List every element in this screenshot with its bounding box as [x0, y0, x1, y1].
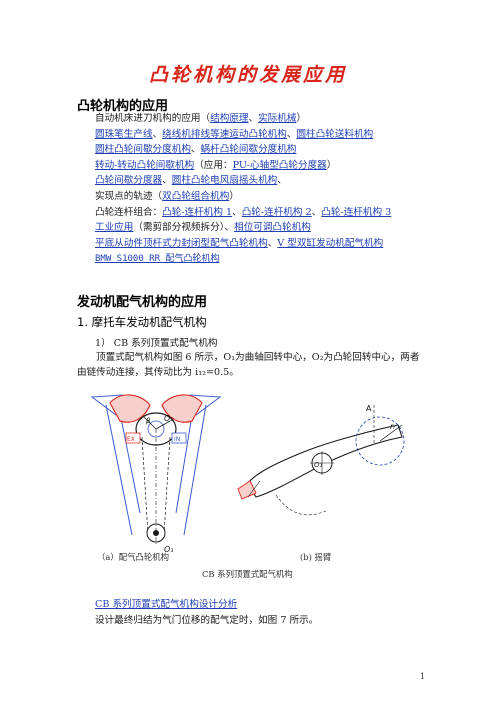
application-text: 、: [311, 206, 322, 218]
application-line: 凸轮连杆组合：凸轮-连杆机构 1、凸轮-连杆机构 2、凸轮-连杆机构 3: [95, 206, 391, 219]
label-rr: rᵣ: [390, 422, 396, 431]
application-text: 凸轮连杆组合：: [95, 206, 163, 218]
application-text: 、: [190, 144, 201, 156]
link-cb-design-analysis[interactable]: CB 系列顶置式配气机构设计分析: [95, 599, 238, 610]
timing-description: 设计最终归结为气门位移的配气定时，如图 7 所示。: [95, 615, 319, 626]
application-text: 自动机床进刀机构的应用（: [95, 113, 211, 124]
application-text: 、: [162, 175, 172, 187]
figure-caption: CB 系列顶置式配气机构: [202, 569, 293, 579]
label-o2: O₂: [164, 414, 174, 423]
application-link[interactable]: 凸轮间歇分度器: [95, 175, 163, 187]
label-o1: O₁: [164, 545, 174, 554]
application-text: 、: [267, 237, 278, 249]
application-link[interactable]: 绕线机排线等速运动凸轮机构: [162, 128, 287, 140]
application-link[interactable]: 相位可调凸轮机构: [234, 222, 311, 234]
application-line: 平底从动件顶杆式力封闭型配气凸轮机构、V 型双缸发动机配气机构: [95, 237, 383, 250]
label-in: IN: [174, 436, 180, 443]
caption-b: (b) 摇臂: [300, 552, 332, 562]
label-ex: EX: [127, 436, 135, 443]
application-text: 、: [248, 113, 259, 124]
application-link[interactable]: BMW S1000 RR 配气凸轮机构: [95, 254, 220, 265]
application-line: 圆珠笔生产线、绕线机排线等速运动凸轮机构、圆柱凸轮送料机构: [95, 128, 373, 141]
application-line: 转动-转动凸轮间歇机构（应用：PU-心轴型凸轮分度器）: [95, 159, 336, 172]
label-o1-rocker: O₁: [314, 461, 323, 469]
application-link[interactable]: 凸轮-连杆机构 1: [162, 206, 233, 218]
item-motorcycle-valve-train: 1. 摩托车发动机配气机构: [77, 315, 207, 329]
application-text: 、: [152, 128, 163, 140]
application-link[interactable]: 圆柱凸轮电风扇摇头机构: [171, 175, 278, 187]
application-link[interactable]: 圆珠笔生产线: [95, 128, 153, 140]
application-line: 实现点的轨迹（双凸轮组合机构）: [95, 190, 239, 203]
application-link[interactable]: 双凸轮组合机构: [162, 191, 230, 202]
application-line: 自动机床进刀机构的应用（结构原理、实际机械）: [95, 112, 306, 125]
application-text: （应用：: [194, 159, 233, 171]
application-link[interactable]: 平底从动件顶杆式力封闭型配气凸轮机构: [95, 237, 268, 249]
application-text: ）: [326, 159, 337, 171]
section-heading-valve-train: 发动机配气机构的应用: [77, 295, 208, 310]
page-title: 凸轮机构的发展应用: [148, 64, 347, 86]
label-a: A: [366, 404, 372, 413]
application-link[interactable]: 圆柱凸轮送料机构: [296, 128, 374, 140]
application-link[interactable]: PU-心轴型凸轮分度器: [232, 159, 327, 171]
application-link[interactable]: 工业应用: [95, 222, 134, 234]
valve-train-description: 顶置式配气机构如图 6 所示，O₁为曲轴回转中心，O₂为凸轮回转中心，两者由链传…: [77, 350, 422, 380]
section-heading-cam-applications: 凸轮机构的应用: [77, 99, 169, 114]
application-link[interactable]: 凸轮-连杆机构 3: [321, 206, 392, 218]
cam-mechanism-drawing: O₂ β EX IN O₁: [90, 394, 222, 554]
application-line: BMW S1000 RR 配气凸轮机构: [95, 252, 219, 266]
valve-train-description-text: 顶置式配气机构如图 6 所示，O₁为曲轴回转中心，O₂为凸轮回转中心，两者由链传…: [77, 352, 420, 378]
application-line: 圆柱凸轮间歇分度机构、蜗杆凸轮间歇分度机构: [95, 143, 296, 156]
page-number: 1: [420, 672, 426, 681]
application-line: 工业应用（需剪部分视频拆分）、相位可调凸轮机构: [95, 221, 311, 234]
application-link[interactable]: 实际机械: [258, 113, 297, 124]
subitem-cb-series: 1） CB 系列顶置式配气机构: [95, 338, 218, 349]
application-text: ）: [296, 113, 307, 124]
application-link[interactable]: 结构原理: [210, 113, 249, 124]
application-link[interactable]: 转动-转动凸轮间歇机构: [95, 159, 195, 171]
caption-a: （a）配气凸轮机构: [97, 552, 169, 562]
application-link[interactable]: 凸轮-连杆机构 2: [241, 206, 312, 218]
application-text: （需剪部分视频拆分）、: [133, 222, 235, 234]
figure-cb-valve-train: O₂ β EX IN O₁ A rᵣ O₁: [90, 394, 405, 554]
application-link[interactable]: 圆柱凸轮间歇分度机构: [95, 144, 191, 156]
application-text: 实现点的轨迹（: [95, 191, 163, 202]
application-text: 、: [232, 206, 242, 218]
rocker-arm-drawing: A rᵣ O₁: [237, 404, 405, 516]
application-text: 、: [286, 128, 297, 140]
application-link[interactable]: V 型双缸发动机配气机构: [277, 237, 384, 249]
application-text: 、: [277, 175, 287, 187]
application-link[interactable]: 蜗杆凸轮间歇分度机构: [200, 144, 297, 156]
application-text: ）: [229, 191, 239, 202]
label-beta: β: [146, 417, 151, 425]
application-line: 凸轮间歇分度器、圆柱凸轮电风扇摇头机构、: [95, 174, 287, 187]
